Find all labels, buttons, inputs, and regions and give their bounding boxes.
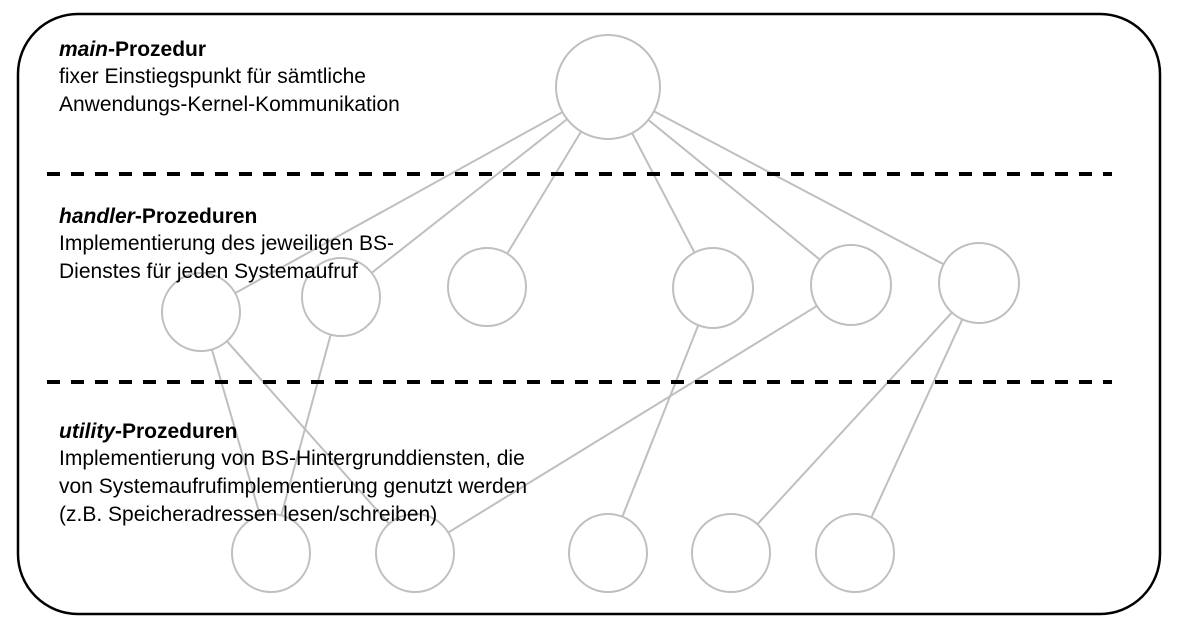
layer-title-suffix-utility: -Prozeduren bbox=[115, 420, 238, 443]
edge-h1-u2 bbox=[225, 340, 391, 525]
layer-title-suffix-main: -Prozedur bbox=[108, 38, 207, 61]
node-handler-h2[interactable] bbox=[301, 257, 381, 337]
edge-m1-h1 bbox=[234, 111, 564, 295]
layer-term-utility: utility bbox=[59, 420, 115, 443]
layer-term-handler: handler bbox=[59, 205, 135, 228]
edge-h6-u4 bbox=[756, 311, 953, 526]
node-utility-u2[interactable] bbox=[375, 513, 455, 593]
edge-m1-h6 bbox=[652, 110, 945, 266]
layer-label-utility: utility-Prozeduren Implementierung von B… bbox=[59, 418, 527, 529]
layer-term-main: main bbox=[59, 38, 109, 61]
layer-description-utility: Implementierung von BS-Hintergrunddienst… bbox=[59, 447, 528, 526]
layer-title-handler: handler-Prozeduren bbox=[59, 203, 394, 230]
node-handler-h3[interactable] bbox=[447, 247, 527, 327]
divider-group bbox=[47, 172, 1112, 384]
edge-m1-h5 bbox=[647, 118, 821, 261]
edge-h4-u3 bbox=[621, 324, 700, 518]
node-utility-u4[interactable] bbox=[691, 513, 771, 593]
node-handler-h1[interactable] bbox=[161, 272, 241, 352]
layer-title-main: main-Prozedur bbox=[59, 36, 400, 63]
edge-h6-u5 bbox=[870, 318, 964, 519]
layer-title-suffix-handler: -Prozeduren bbox=[134, 205, 258, 228]
node-handler-h4[interactable] bbox=[672, 247, 754, 329]
node-handler-h5[interactable] bbox=[810, 244, 892, 326]
layer-label-main: main-Prozedur fixer Einstiegspunkt für s… bbox=[59, 36, 400, 119]
layer-label-handler: handler-Prozeduren Implementierung des j… bbox=[59, 203, 394, 286]
rounded-frame bbox=[16, 12, 1162, 616]
edge-m1-h2 bbox=[370, 118, 569, 274]
node-utility-u1[interactable] bbox=[231, 513, 311, 593]
edge-h1-u1 bbox=[210, 348, 262, 517]
layer-title-utility: utility-Prozeduren bbox=[59, 418, 527, 445]
node-main-m1[interactable] bbox=[555, 34, 661, 140]
node-utility-u3[interactable] bbox=[568, 513, 648, 593]
node-group bbox=[161, 34, 1020, 593]
edge-group bbox=[210, 110, 964, 534]
layer-description-main: fixer Einstiegspunkt für sämtliche Anwen… bbox=[59, 65, 400, 116]
edge-h2-u1 bbox=[280, 333, 332, 517]
edge-m1-h4 bbox=[631, 132, 696, 254]
node-handler-h6[interactable] bbox=[938, 242, 1020, 324]
edge-m1-h3 bbox=[506, 130, 583, 255]
layer-description-handler: Implementierung des jeweiligen BS- Diens… bbox=[59, 232, 395, 283]
edge-h5-u2 bbox=[447, 304, 818, 534]
diagram-frame-border bbox=[16, 12, 1162, 616]
node-utility-u5[interactable] bbox=[815, 513, 895, 593]
